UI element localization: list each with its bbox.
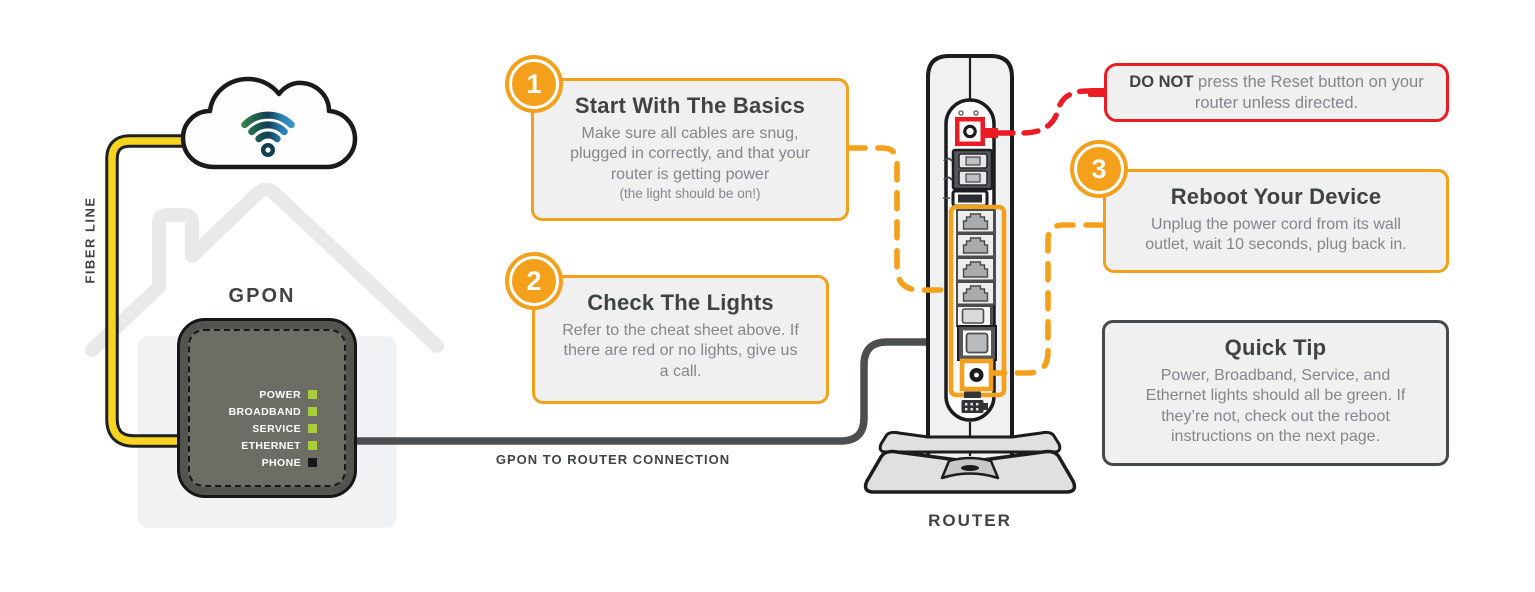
reset-warning-text: DO NOT press the Reset button on your ro… [1124, 72, 1430, 114]
gpon-label: GPON [228, 285, 296, 307]
step-3-body: Unplug the power cord from its wall outl… [1145, 216, 1407, 254]
reset-button-icon [955, 117, 998, 146]
step-2-badge: 2 [509, 256, 559, 306]
step-3-callout: Reboot Your Device Unplug the power cord… [1103, 169, 1449, 273]
fiber-line [105, 134, 192, 448]
led-label: SERVICE [252, 422, 301, 435]
reset-warning-emphasis: DO NOT [1129, 72, 1194, 91]
step-3-badge: 3 [1074, 144, 1124, 194]
led-indicator [308, 424, 317, 433]
router-illustration [863, 54, 1077, 494]
led-row-ethernet: ETHERNET [229, 437, 317, 454]
led-label: BROADBAND [228, 405, 301, 418]
step-1-title: Start With The Basics [574, 93, 806, 118]
gpon-to-router-connection-label: GPON TO ROUTER CONNECTION [495, 452, 731, 467]
step-1-note: (the light should be on!) [619, 185, 761, 201]
led-indicator [308, 407, 317, 416]
quick-tip-body: Power, Broadband, Service, and Ethernet … [1145, 367, 1406, 445]
fiber-line-label: FIBER LINE [82, 196, 98, 284]
step-3-title: Reboot Your Device [1170, 184, 1382, 209]
reset-warning-callout: DO NOT press the Reset button on your ro… [1088, 63, 1449, 122]
led-row-power: POWER [229, 386, 317, 403]
step-1-body: Make sure all cables are snug, plugged i… [570, 125, 810, 183]
gpon-device-faceplate: POWER BROADBAND SERVICE ETHERNET PHONE [188, 329, 346, 487]
wan-port-icon [957, 325, 997, 361]
ethernet-ports-icon [956, 209, 995, 306]
router-label: ROUTER [928, 511, 1012, 530]
dashed-connector-reset [996, 88, 1093, 136]
step-1-badge: 1 [509, 59, 559, 109]
wifi-icon [241, 111, 295, 157]
gpon-device: POWER BROADBAND SERVICE ETHERNET PHONE [177, 318, 357, 498]
quick-tip-title: Quick Tip [1224, 335, 1327, 360]
led-label: ETHERNET [241, 439, 301, 452]
dashed-connector-step1 [846, 145, 952, 293]
quick-tip-callout: Quick Tip Power, Broadband, Service, and… [1102, 320, 1449, 466]
gpon-led-panel: POWER BROADBAND SERVICE ETHERNET PHONE [229, 386, 317, 471]
reset-warning-rest: press the Reset button on your router un… [1193, 72, 1424, 112]
led-indicator [308, 458, 317, 467]
step-2-title: Check The Lights [587, 290, 774, 315]
led-row-phone: PHONE [229, 454, 317, 471]
cloud-icon [180, 76, 358, 170]
step-2-callout: Check The Lights Refer to the cheat shee… [532, 275, 829, 404]
led-label: POWER [259, 388, 301, 401]
step-2-body: Refer to the cheat sheet above. If there… [562, 322, 799, 380]
power-jack-icon [959, 358, 994, 392]
led-row-service: SERVICE [229, 420, 317, 437]
gpon-cable [357, 338, 966, 445]
led-label: PHONE [261, 456, 301, 469]
led-row-broadband: BROADBAND [229, 403, 317, 420]
led-indicator [308, 390, 317, 399]
led-indicator [308, 441, 317, 450]
step-1-callout: Start With The Basics Make sure all cabl… [531, 78, 849, 221]
dashed-connector-step3 [990, 222, 1105, 376]
connector-pins-icon [961, 391, 988, 413]
router-stand [863, 430, 1077, 494]
phone-ports-icon [943, 148, 994, 191]
sfp-port-icon [956, 305, 992, 327]
